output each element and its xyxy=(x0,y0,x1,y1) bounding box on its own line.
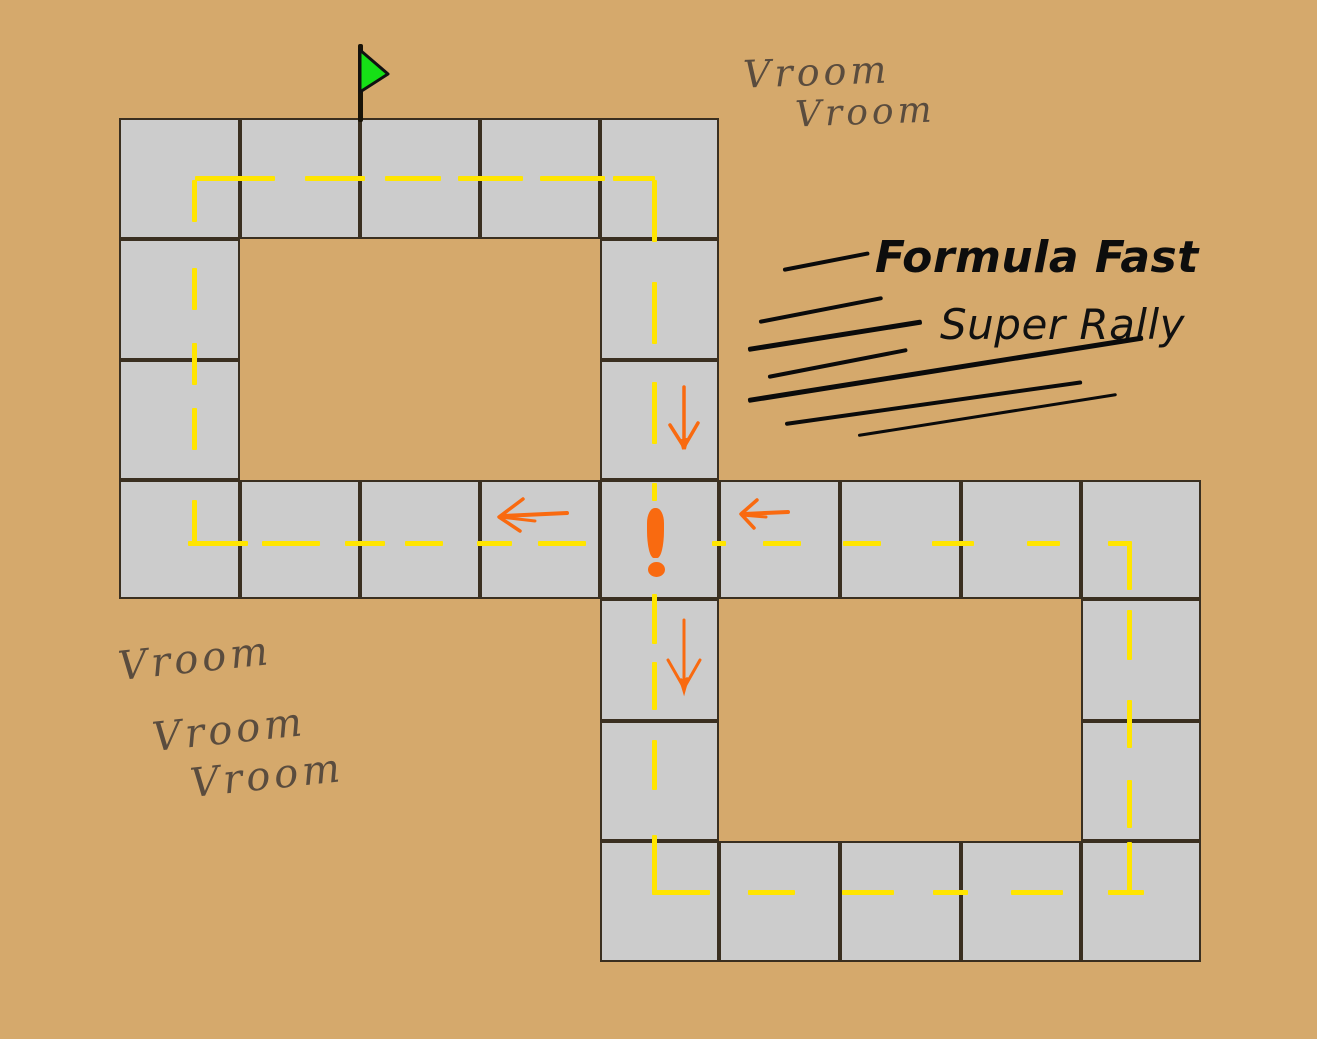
lane-dash xyxy=(1108,890,1144,895)
lane-dash xyxy=(192,268,197,310)
lane-dash xyxy=(652,740,657,790)
lane-dash xyxy=(652,282,657,344)
arrow-left-icon xyxy=(497,497,569,533)
road-tile-corner-bl[interactable] xyxy=(119,480,240,599)
road-tile-vertical[interactable] xyxy=(1081,599,1201,721)
lane-dash xyxy=(652,835,657,895)
road-tile-horizontal[interactable] xyxy=(840,841,961,962)
lane-dash xyxy=(345,541,385,546)
lane-dash xyxy=(1127,700,1132,748)
road-tile-horizontal[interactable] xyxy=(840,480,961,599)
lane-dash xyxy=(613,176,655,181)
road-tile-horizontal[interactable] xyxy=(360,480,480,599)
arrow-left-icon xyxy=(739,498,790,530)
exclamation-dot-icon xyxy=(648,562,665,577)
road-tile-corner-bl[interactable] xyxy=(600,841,719,962)
page-title: Formula Fast xyxy=(875,232,1199,283)
lane-dash xyxy=(652,382,657,444)
lane-dash xyxy=(458,176,523,181)
lane-dash xyxy=(192,408,197,450)
lane-dash xyxy=(748,890,795,895)
speed-line xyxy=(758,295,884,324)
lane-dash xyxy=(652,180,657,242)
road-tile-horizontal[interactable] xyxy=(719,480,840,599)
arrow-down-icon xyxy=(668,385,700,450)
lane-dash xyxy=(933,890,968,895)
road-tile-vertical[interactable] xyxy=(1081,721,1201,841)
speed-line xyxy=(747,319,923,352)
lane-dash xyxy=(188,541,248,546)
road-tile-vertical[interactable] xyxy=(119,239,240,360)
vroom-text: Vroom xyxy=(116,628,275,690)
lane-dash xyxy=(405,541,443,546)
lane-dash xyxy=(192,180,197,222)
lane-dash xyxy=(655,890,710,895)
lane-dash xyxy=(305,176,365,181)
road-tile-vertical[interactable] xyxy=(119,360,240,480)
lane-dash xyxy=(1127,610,1132,660)
road-tile-horizontal[interactable] xyxy=(961,841,1081,962)
lane-dash xyxy=(1011,890,1063,895)
vroom-text: Vroom xyxy=(742,47,892,97)
lane-dash xyxy=(652,483,657,501)
exclamation-mark-icon xyxy=(647,508,664,558)
lane-dash xyxy=(538,541,586,546)
lane-dash xyxy=(195,176,275,181)
lane-dash xyxy=(262,541,320,546)
lane-dash xyxy=(843,541,881,546)
lane-dash xyxy=(192,343,197,385)
speed-line xyxy=(767,347,908,379)
lane-dash xyxy=(192,500,197,542)
lane-dash xyxy=(1127,780,1132,828)
lane-dash xyxy=(540,176,605,181)
speed-line xyxy=(857,393,1118,437)
lane-dash xyxy=(652,662,657,710)
lane-dash xyxy=(385,176,441,181)
lane-dash xyxy=(1108,541,1132,546)
lane-dash xyxy=(712,541,726,546)
road-tile-corner-tr[interactable] xyxy=(1081,480,1201,599)
lane-dash xyxy=(763,541,801,546)
lane-dash xyxy=(932,541,974,546)
road-tile-horizontal[interactable] xyxy=(719,841,840,962)
road-tile-intersection[interactable] xyxy=(600,480,719,599)
lane-dash xyxy=(1127,545,1132,590)
speed-line xyxy=(782,251,870,272)
lane-dash xyxy=(652,594,657,644)
arrow-down-icon xyxy=(666,618,702,697)
lane-dash xyxy=(1127,842,1132,892)
page-subtitle: Super Rally xyxy=(940,300,1186,349)
start-flag-icon xyxy=(358,48,390,94)
road-tile-corner-br[interactable] xyxy=(1081,841,1201,962)
road-tile-vertical[interactable] xyxy=(600,721,719,841)
road-tile-horizontal[interactable] xyxy=(961,480,1081,599)
road-tile-horizontal[interactable] xyxy=(240,480,360,599)
lane-dash xyxy=(1027,541,1060,546)
lane-dash xyxy=(842,890,894,895)
start-flag[interactable] xyxy=(352,44,392,124)
road-tile-vertical[interactable] xyxy=(600,239,719,360)
lane-dash xyxy=(477,541,512,546)
vroom-text: Vroom xyxy=(794,89,937,136)
road-tile-vertical[interactable] xyxy=(600,360,719,480)
road-tile-horizontal[interactable] xyxy=(480,480,600,599)
